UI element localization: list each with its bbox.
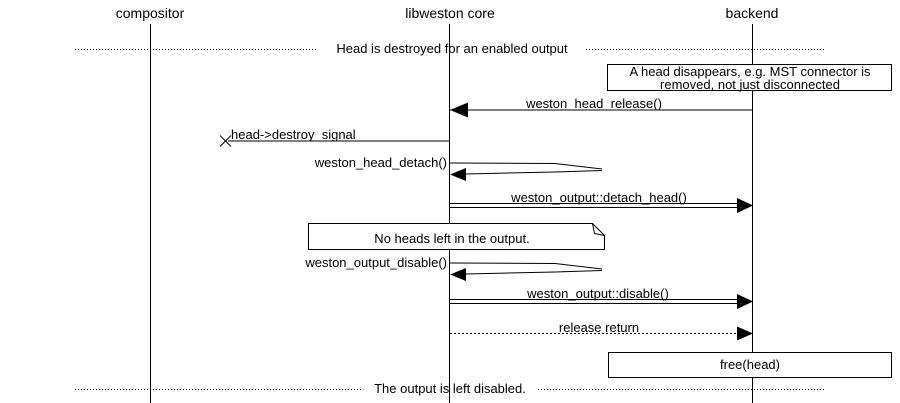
self-arrow-disable-return <box>465 270 603 275</box>
self-arrow-detach-out <box>449 162 603 170</box>
divider-label-top: Head is destroyed for an enabled output <box>336 41 568 56</box>
message-label-destroy-signal: head->destroy_signal <box>231 127 356 142</box>
arrowhead-right-icon <box>737 294 753 309</box>
self-arrow-detach-return <box>465 170 603 175</box>
participant-label-compositor: compositor <box>115 5 185 21</box>
arrowhead-left-icon <box>450 168 466 181</box>
note-text-no-heads-left: No heads left in the output. <box>374 231 530 246</box>
arrowhead-right-icon <box>737 326 753 341</box>
self-arrow-disable-out <box>449 262 603 270</box>
message-label-output-disable: weston_output::disable() <box>527 286 669 301</box>
message-label-weston-head-detach: weston_head_detach() <box>314 155 447 170</box>
note-fold-corner-icon <box>592 223 605 236</box>
action-box-free-head <box>608 352 892 378</box>
arrowhead-right-icon <box>737 198 753 213</box>
arrowhead-left-icon <box>450 268 466 281</box>
action-box-label-free-head: free(head) <box>720 357 780 372</box>
message-label-release-return: release return <box>558 320 640 335</box>
note-text-line-2: removed, not just disconnected <box>660 76 840 92</box>
message-label-weston-head-release: weston_head_release() <box>526 96 662 111</box>
lost-message-cross-icon <box>219 135 232 147</box>
note-text-line-1: A head disappears, e.g. MST connector is <box>629 63 871 79</box>
message-label-detach-head: weston_output::detach_head() <box>511 190 687 205</box>
note-box-head-disappears <box>607 64 892 91</box>
divider-label-bottom: The output is left disabled. <box>374 381 526 396</box>
arrowhead-left-icon <box>450 102 468 118</box>
note-box-no-heads-left <box>308 223 605 250</box>
participant-label-libweston-core: libweston core <box>405 5 495 21</box>
note-text-head-disappears: A head disappears, e.g. MST connector is… <box>608 64 892 91</box>
participant-label-backend: backend <box>725 5 779 21</box>
message-label-weston-output-disable: weston_output_disable() <box>305 255 447 270</box>
